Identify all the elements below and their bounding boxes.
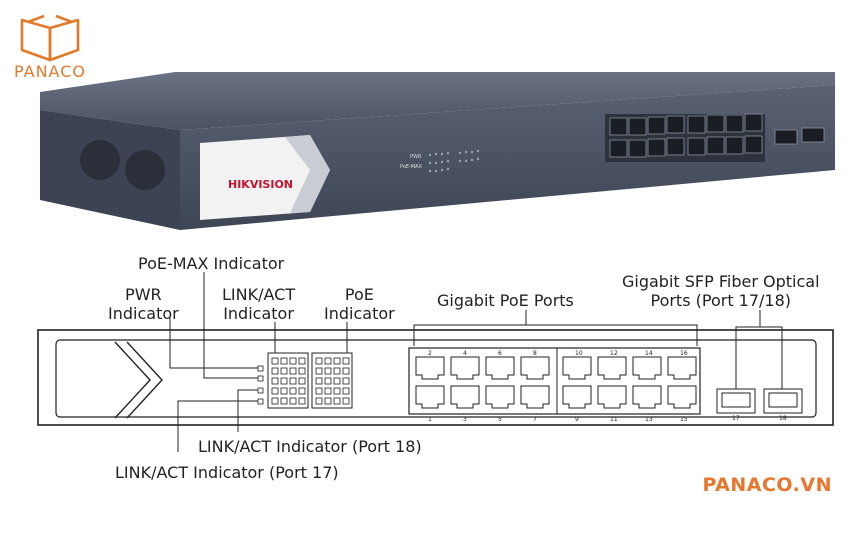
led-label: PWR <box>410 154 422 160</box>
rj45-port <box>562 385 592 409</box>
rj45-port <box>597 356 627 380</box>
linkact-label-line2: Indicator <box>223 304 294 323</box>
port-number-top: 14 <box>645 350 653 357</box>
led-label: PoE-MAX <box>400 164 423 170</box>
linkact-label-line1: LINK/ACT <box>222 285 296 304</box>
rj45-port <box>520 385 550 409</box>
port-number-top: 16 <box>680 350 688 357</box>
linkact-port17-label: LINK/ACT Indicator (Port 17) <box>115 463 339 482</box>
rj45-port <box>450 385 480 409</box>
rj45-port <box>632 356 662 380</box>
rj45-port <box>597 385 627 409</box>
website-label: PANACO.VN <box>702 474 832 496</box>
linkact-indicator-block <box>267 352 309 409</box>
port-number-top: 6 <box>498 350 502 357</box>
rj45-port <box>485 356 515 380</box>
switch-photo: HIKVISION PWR PoE-MAX <box>40 72 835 230</box>
gigabit-poe-ports-label: Gigabit PoE Ports <box>437 291 574 310</box>
port-number-bottom: 13 <box>645 416 653 423</box>
linkact-indicator-label: LINK/ACT Indicator <box>222 285 295 323</box>
rj45-port <box>667 356 697 380</box>
sfp-label-line2: Ports (Port 17/18) <box>650 291 792 310</box>
rj45-port <box>562 356 592 380</box>
rj45-port <box>415 385 445 409</box>
pwr-indicator-label: PWR Indicator <box>108 285 179 323</box>
poe-indicator-block <box>311 352 353 409</box>
port-number-bottom: 9 <box>575 416 579 423</box>
vent-left <box>80 140 165 190</box>
rj45-port <box>485 385 515 409</box>
port-number-top: 8 <box>533 350 537 357</box>
status-leds <box>257 365 264 405</box>
pwr-label-line1: PWR <box>125 285 162 304</box>
panaco-book-logo-icon <box>20 14 80 62</box>
port-number-bottom: 1 <box>428 416 432 423</box>
linkact-port18-label: LINK/ACT Indicator (Port 18) <box>198 437 422 456</box>
photo-sfp-ports <box>774 127 825 145</box>
poe-indicator-label: PoE Indicator <box>324 285 395 323</box>
port-number-top: 10 <box>575 350 583 357</box>
logo-text: PANACO <box>14 62 86 81</box>
poe-label-line2: Indicator <box>324 304 395 323</box>
photo-rj45-ports <box>605 113 765 162</box>
sfp-label-line1: Gigabit SFP Fiber Optical <box>622 272 820 291</box>
port-number-bottom: 11 <box>610 416 618 423</box>
led-dots <box>428 149 480 173</box>
brand-logo: HIKVISION <box>228 178 293 191</box>
port-number-bottom: 5 <box>498 416 502 423</box>
port-number-top: 12 <box>610 350 618 357</box>
rj45-ports <box>415 356 697 409</box>
port-number-top: 4 <box>463 350 467 357</box>
rj45-port <box>632 385 662 409</box>
sfp-ports <box>716 388 803 414</box>
pwr-label-line2: Indicator <box>108 304 179 323</box>
port-number-top: 2 <box>428 350 432 357</box>
port-number-bottom: 15 <box>680 416 688 423</box>
port-number-bottom: 3 <box>463 416 467 423</box>
rj45-port <box>450 356 480 380</box>
sfp-port-number: 17 <box>732 415 740 422</box>
rj45-port <box>667 385 697 409</box>
rj45-port <box>415 356 445 380</box>
port-number-bottom: 7 <box>533 416 537 423</box>
sfp-ports-label: Gigabit SFP Fiber Optical Ports (Port 17… <box>622 272 820 310</box>
poe-max-indicator-label: PoE-MAX Indicator <box>138 254 285 273</box>
poe-label-line1: PoE <box>344 285 374 304</box>
rj45-port <box>520 356 550 380</box>
sfp-port-number: 18 <box>779 415 787 422</box>
